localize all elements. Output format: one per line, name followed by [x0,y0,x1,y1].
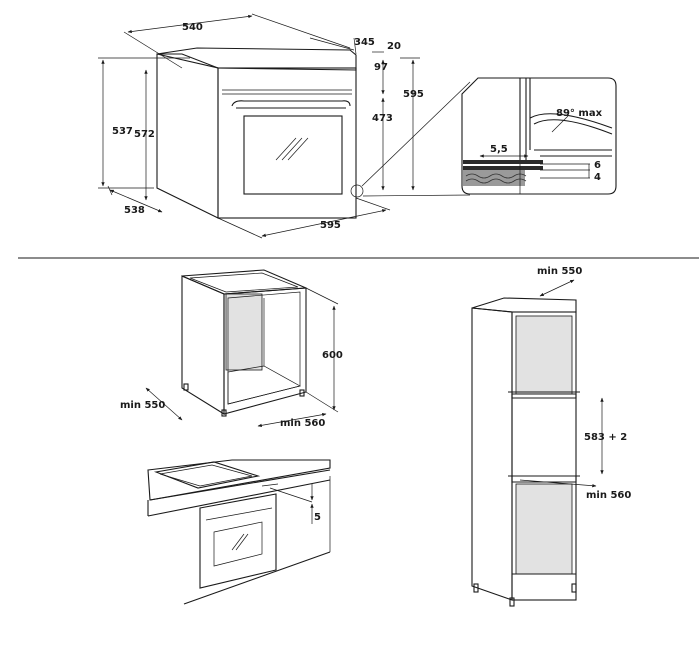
oven-drawing [156,47,471,219]
worktop-drawing [147,459,331,605]
label-column-depth: min 550 [537,266,582,277]
label-cabinet-width: min 560 [280,418,325,429]
oven-side [156,53,219,219]
oven-handle [231,100,351,107]
label-depth-bottom: 538 [124,205,145,216]
label-column-opening: 583 + 2 [584,432,627,443]
label-depth-right: 345 [354,37,375,48]
label-panel-thickness: 20 [387,41,401,52]
label-cabinet-depth: min 550 [120,400,165,411]
label-detail-step-a: 6 [594,160,601,171]
label-cavity-height: 473 [372,113,393,124]
column-drawing [471,279,604,607]
label-detail-gap: 5,5 [490,144,508,155]
detail-marker-circle [350,184,364,198]
detail-frame [461,77,617,195]
oven-window [243,115,343,195]
label-column-width: min 560 [586,490,631,501]
label-width-top: 540 [182,22,203,33]
label-height-inner: 572 [134,129,155,140]
oven-dimension-lines [98,13,420,239]
hinge-detail [461,77,617,195]
label-width-bottom: 595 [320,220,341,231]
cabinet-under-drawing [145,269,339,427]
label-door-offset: 97 [374,62,388,73]
label-detail-angle: 89° max [556,108,603,119]
label-height-total: 595 [403,89,424,100]
label-detail-step-b: 4 [594,172,601,183]
oven-front [217,67,357,219]
label-height-left: 537 [112,126,133,137]
label-worktop-gap: 5 [314,512,321,523]
label-cabinet-height: 600 [322,350,343,361]
